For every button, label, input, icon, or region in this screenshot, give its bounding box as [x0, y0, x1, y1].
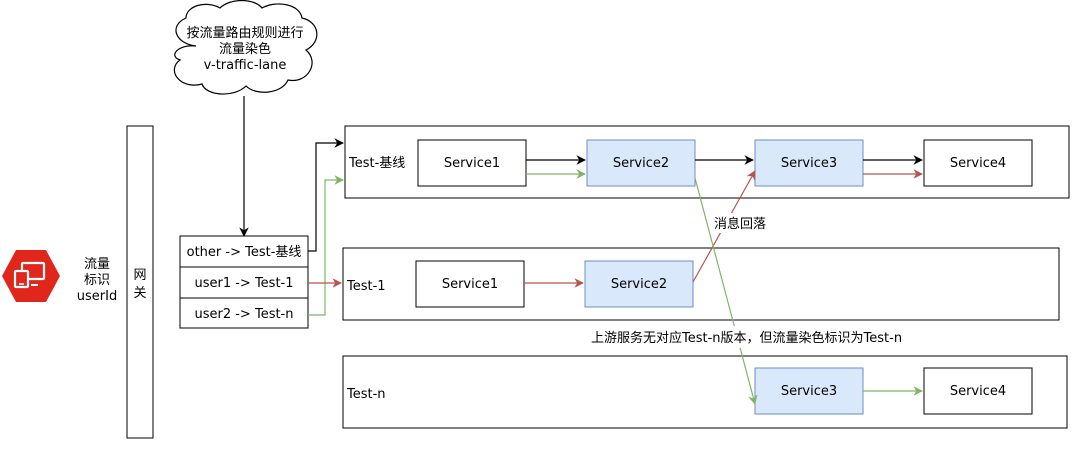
lane-test1-name: Test-1 — [346, 279, 386, 294]
lane-test1-service2-label: Service2 — [611, 277, 667, 292]
upstream-note-bg — [590, 326, 900, 348]
gateway-label-line2: 关 — [133, 286, 146, 301]
client-label-line3: userId — [77, 289, 117, 304]
lane-testn-service4: Service4 — [923, 367, 1033, 415]
fallback-label: 消息回落 — [714, 216, 766, 232]
lane-testn-service4-label: Service4 — [950, 384, 1006, 399]
lane-baseline-service4: Service4 — [923, 139, 1033, 187]
router-rule-testn — [179, 297, 309, 329]
upstream-note: 上游服务无对应Test-n版本，但流量染色标识为Test-n — [591, 330, 902, 346]
routing-cloud: 按流量路由规则进行 流量染色 v-traffic-lane — [173, 0, 318, 95]
lane-baseline-service4-label: Service4 — [950, 156, 1006, 171]
cloud-shape — [173, 0, 318, 95]
lane-baseline-service3: Service3 — [754, 139, 864, 187]
client-device — [2, 250, 60, 302]
fallback-label-bg — [712, 213, 770, 233]
client-label-line1: 流量 — [84, 257, 110, 272]
monitor-devices-glyph — [13, 261, 46, 289]
cloud-text-line1: 按流量路由规则进行 — [186, 25, 303, 41]
lane-test1-service1-label: Service1 — [442, 277, 498, 292]
cloud-text-line3: v-traffic-lane — [204, 58, 287, 73]
lane-test1-service1: Service1 — [415, 260, 525, 308]
lane-baseline-name: Test-基线 — [348, 156, 405, 171]
router-rule-baseline — [179, 235, 309, 268]
monitor-devices-icon — [2, 250, 60, 302]
lane-baseline-service2: Service2 — [586, 139, 696, 187]
lane-baseline-service1: Service1 — [417, 139, 527, 187]
lane-testn-name: Test-n — [346, 387, 386, 402]
route-baseline-black-arrow — [308, 138, 344, 252]
lane-test1-service2: Service2 — [584, 260, 694, 308]
client-label-line2: 标识 — [84, 273, 110, 288]
cloud-text-line2: 流量染色 — [219, 41, 271, 57]
router-rule-baseline-text: other -> Test-基线 — [187, 245, 302, 260]
gateway-box — [126, 125, 154, 439]
upstream-green-to-testn-arrow — [694, 177, 758, 405]
lane-testn-service3: Service3 — [754, 367, 864, 415]
lane-baseline-service1-label: Service1 — [444, 156, 500, 171]
router-rules: other -> Test-基线 user1 -> Test-1 user2 -… — [179, 235, 309, 329]
gateway-label-line1: 网 — [133, 268, 146, 283]
router-rule-test1-text: user1 -> Test-1 — [194, 276, 293, 291]
lane-baseline-service2-label: Service2 — [613, 156, 669, 171]
lane-baseline-service3-label: Service3 — [781, 156, 837, 171]
router-rule-testn-text: user2 -> Test-n — [194, 307, 293, 322]
gateway: 网 关 — [126, 125, 154, 439]
route-baseline-green-arrow — [308, 175, 344, 316]
lane-testn-service3-label: Service3 — [781, 384, 837, 399]
